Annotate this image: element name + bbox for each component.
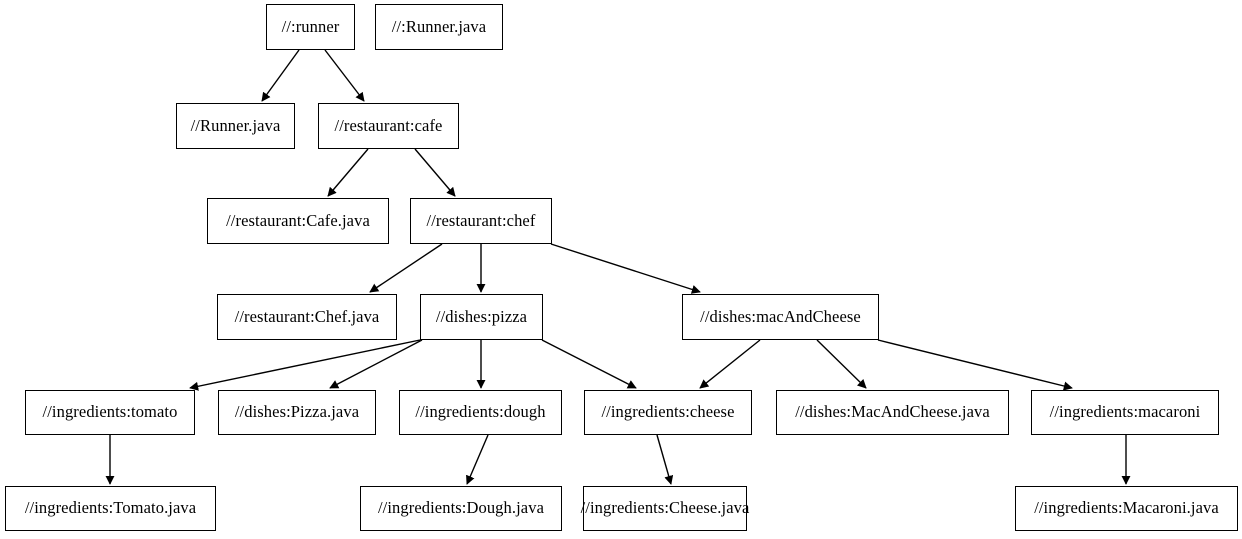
graph-node-dishes-pizza-java[interactable]: //dishes:Pizza.java	[218, 390, 376, 435]
graph-node-dishes-mac-cheese-java[interactable]: //dishes:MacAndCheese.java	[776, 390, 1009, 435]
graph-node-label: //ingredients:cheese	[601, 402, 735, 422]
graph-node-ingredients-macaroni[interactable]: //ingredients:macaroni	[1031, 390, 1219, 435]
graph-edge-dishes-mac-and-cheese-to-dishes-mac-cheese-java	[816, 339, 867, 389]
graph-node-restaurant-chef-java[interactable]: //restaurant:Chef.java	[217, 294, 397, 340]
graph-node-ingredients-dough[interactable]: //ingredients:dough	[399, 390, 562, 435]
graph-node-ingredients-dough-java[interactable]: //ingredients:Dough.java	[360, 486, 562, 531]
graph-node-restaurant-cafe-java[interactable]: //restaurant:Cafe.java	[207, 198, 389, 244]
graph-node-root-runner-java[interactable]: //:Runner.java	[375, 4, 503, 50]
graph-node-label: //restaurant:Chef.java	[234, 306, 380, 326]
graph-node-label: //dishes:macAndCheese	[700, 306, 861, 326]
graph-node-label: //ingredients:Tomato.java	[24, 498, 197, 518]
graph-node-ingredients-macaroni-java[interactable]: //ingredients:Macaroni.java	[1015, 486, 1238, 531]
graph-edge-dishes-mac-and-cheese-to-ingredients-macaroni	[877, 339, 1073, 391]
graph-node-ingredients-cheese-java[interactable]: //ingredients:Cheese.java	[581, 486, 749, 531]
graph-node-restaurant-cafe[interactable]: //restaurant:cafe	[318, 103, 459, 149]
graph-edge-ingredients-cheese-to-ingredients-cheese-java	[656, 434, 674, 485]
graph-node-label: //dishes:Pizza.java	[234, 402, 360, 422]
graph-node-label: //:runner	[281, 16, 340, 36]
graph-edge-dishes-mac-and-cheese-to-ingredients-cheese	[699, 339, 761, 389]
graph-node-dishes-pizza[interactable]: //dishes:pizza	[420, 294, 543, 340]
graph-node-label: //:Runner.java	[391, 16, 487, 36]
graph-node-label: //dishes:pizza	[435, 306, 528, 326]
graph-node-label: //ingredients:Cheese.java	[580, 498, 750, 518]
graph-node-ingredients-tomato-java[interactable]: //ingredients:Tomato.java	[5, 486, 216, 531]
graph-node-restaurant-chef[interactable]: //restaurant:chef	[410, 198, 552, 244]
graph-node-dishes-mac-and-cheese[interactable]: //dishes:macAndCheese	[682, 294, 879, 340]
graph-node-label: //dishes:MacAndCheese.java	[795, 402, 990, 422]
graph-node-label: //ingredients:Dough.java	[378, 498, 544, 518]
graph-edge-restaurant-cafe-to-restaurant-cafe-java	[327, 148, 369, 197]
graph-edge-dishes-pizza-to-dishes-pizza-java	[329, 339, 423, 389]
graph-node-label: //ingredients:tomato	[42, 402, 178, 422]
graph-edge-restaurant-cafe-to-restaurant-chef	[414, 148, 456, 197]
graph-node-label: //restaurant:Cafe.java	[226, 210, 370, 230]
graph-node-label: //ingredients:Macaroni.java	[1034, 498, 1219, 518]
graph-edge-runner-to-restaurant-cafe	[324, 49, 365, 102]
graph-edge-ingredients-dough-to-ingredients-dough-java	[466, 434, 489, 485]
graph-edge-restaurant-chef-to-restaurant-chef-java	[369, 243, 443, 293]
graph-node-runner[interactable]: //:runner	[266, 4, 355, 50]
graph-node-ingredients-tomato[interactable]: //ingredients:tomato	[25, 390, 195, 435]
graph-node-label: //restaurant:cafe	[334, 115, 443, 135]
graph-node-label: //ingredients:dough	[415, 402, 546, 422]
graph-edge-runner-to-runner-java	[261, 49, 300, 102]
graph-node-ingredients-cheese[interactable]: //ingredients:cheese	[584, 390, 752, 435]
graph-node-runner-java[interactable]: //Runner.java	[176, 103, 295, 149]
graph-node-label: //Runner.java	[190, 115, 281, 135]
graph-edge-dishes-pizza-to-ingredients-cheese	[541, 339, 637, 389]
graph-node-label: //restaurant:chef	[426, 210, 536, 230]
graph-edge-restaurant-chef-to-dishes-mac-and-cheese	[550, 243, 701, 294]
graph-edge-dishes-pizza-to-ingredients-tomato	[189, 339, 421, 391]
graph-node-label: //ingredients:macaroni	[1049, 402, 1201, 422]
